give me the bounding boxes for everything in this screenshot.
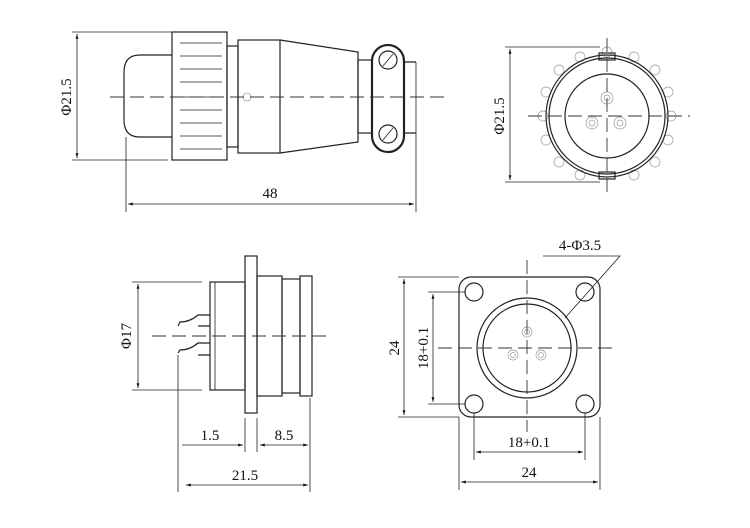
hole-spacing-vertical-label: 18+0.1 <box>416 327 432 369</box>
socket-side-view: Φ17 1.5 8.5 21.5 <box>119 255 330 492</box>
body-length-label: 8.5 <box>275 428 294 444</box>
plug-front-diameter-label: Φ21.5 <box>492 97 508 134</box>
clamp-screw-icon <box>378 124 398 144</box>
plate-height-label: 24 <box>387 340 403 356</box>
screw-icon <box>242 92 252 102</box>
total-length-label: 21.5 <box>232 468 258 484</box>
plug-side-view: Φ21.5 48 <box>59 31 445 212</box>
plug-diameter-label: Φ21.5 <box>59 78 75 115</box>
clamp-screw-icon <box>378 50 398 70</box>
socket-diameter-label: Φ17 <box>119 323 135 349</box>
flange-thickness-label: 1.5 <box>201 428 220 444</box>
plug-front-view: Φ21.5 <box>492 38 690 192</box>
socket-front-view: 24 18+0.1 18+0.1 24 4-Φ3.5 <box>387 238 621 490</box>
mounting-holes-label: 4-Φ3.5 <box>559 238 601 254</box>
hole-spacing-horizontal-label: 18+0.1 <box>508 435 550 451</box>
knurl-ribs <box>180 42 222 150</box>
plug-length-label: 48 <box>263 186 278 202</box>
plate-width-label: 24 <box>522 465 538 481</box>
